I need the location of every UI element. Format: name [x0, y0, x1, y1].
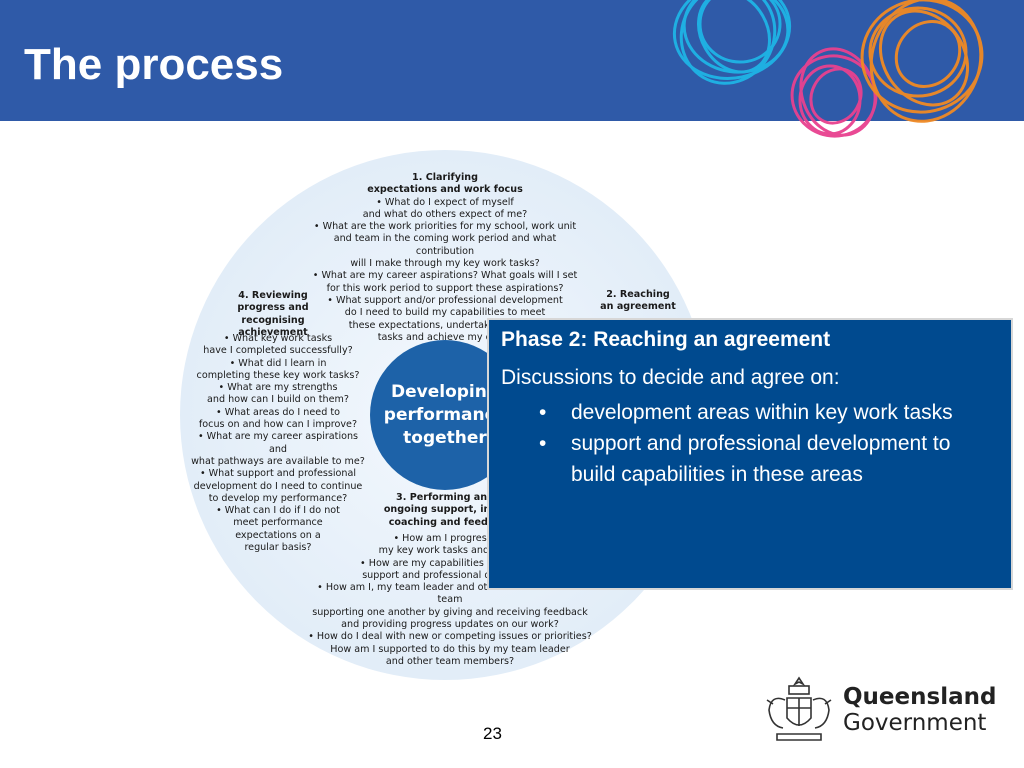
- section-heading: progress and: [237, 302, 309, 314]
- section-line: do I need to build my capabilities to me…: [344, 307, 546, 319]
- section-line: focus on and how can I improve?: [198, 419, 358, 431]
- section-2-reaching: 2. Reaching an agreement: [588, 289, 688, 314]
- section-heading: ongoing support, inclu: [383, 504, 507, 516]
- section-line: • How am I progressing: [393, 533, 507, 544]
- section-line: meet performance: [233, 517, 323, 529]
- section-heading: 2. Reaching: [606, 289, 670, 300]
- section-line: • What are my career aspirations and: [197, 431, 359, 455]
- section-1-clarifying: 1. Clarifying expectations and work focu…: [305, 172, 585, 344]
- section-heading: coaching and feedba: [388, 516, 502, 528]
- section-line: and other team members?: [385, 655, 515, 667]
- section-line: • What did I learn in: [229, 357, 327, 369]
- section-4-reviewing: 4. Reviewing progress and recognising ac…: [208, 290, 338, 339]
- section-line: these expectations, undertake key work: [348, 319, 542, 331]
- slide-title: The process: [24, 40, 284, 89]
- callout-bullet-item: • development areas within key work task…: [529, 397, 999, 428]
- callout-bullet-text: development areas within key work tasks: [571, 401, 953, 424]
- section-line: tasks and achieve my caree: [377, 331, 513, 343]
- section-line: expectations on a: [235, 529, 321, 541]
- section-line: How am I supported to do this by my team…: [330, 643, 570, 655]
- section-line: • What are my strengths: [218, 382, 338, 394]
- section-line: for this work period to support these as…: [326, 282, 564, 294]
- section-line: support and professional developme: [362, 569, 538, 581]
- section-heading: 1. Clarifying: [412, 172, 478, 183]
- section-line: • What support and/or professional devel…: [327, 294, 563, 306]
- section-line: will I make through my key work tasks?: [350, 258, 540, 270]
- section-heading: 4. Reviewing: [238, 290, 308, 301]
- section-line: development do I need to continue: [193, 480, 363, 492]
- bullet-glyph: •: [539, 432, 547, 455]
- section-line: my key work tasks and my ca: [378, 545, 522, 557]
- section-3-performing: 3. Performing and ongoing support, inclu…: [380, 492, 510, 529]
- callout-bullet-item: • support and professional development t…: [529, 428, 999, 490]
- center-label-line: Developing: [390, 381, 500, 402]
- section-line: and how can I build on them?: [207, 394, 349, 406]
- bullet-glyph: •: [539, 401, 547, 424]
- section-heading: recognising achievement: [238, 314, 308, 338]
- section-line: regular basis?: [244, 542, 312, 554]
- callout-bullet-list: • development areas within key work task…: [501, 397, 999, 490]
- section-3-questions: • How am I progressing my key work tasks…: [305, 533, 595, 668]
- callout-intro: Discussions to decide and agree on:: [501, 366, 840, 389]
- logo-line-government: Government: [843, 710, 987, 736]
- center-label-line: performance: [383, 404, 507, 425]
- section-4-questions: • What key work tasks have I completed s…: [188, 333, 368, 554]
- section-heading: an agreement: [600, 301, 676, 313]
- section-line: • What are the work priorities for my sc…: [313, 221, 577, 233]
- section-line: and providing progress updates on our wo…: [341, 619, 559, 631]
- section-line: • How do I deal with new or competing is…: [308, 631, 592, 643]
- logo-line-queensland: Queensland: [843, 684, 997, 710]
- decorative-scribble-circles: [672, 0, 984, 138]
- callout-heading: Phase 2: Reaching an agreement: [501, 328, 831, 351]
- section-line: • What can I do if I do not: [216, 505, 340, 517]
- page-number: 23: [483, 724, 502, 743]
- logo-wordmark: Queensland Government: [843, 684, 996, 736]
- coat-of-arms-icon: [766, 676, 832, 741]
- section-line: • How am I, my team leader and other mem…: [317, 582, 583, 606]
- section-line: • What are my career aspirations? What g…: [312, 270, 578, 282]
- callout-bullet-text: support and professional development to …: [571, 432, 951, 486]
- center-label-line: together: [403, 427, 487, 448]
- section-line: what pathways are available to me?: [191, 455, 365, 467]
- section-heading: 3. Performing and: [396, 492, 494, 503]
- queensland-government-logo: Queensland Government: [763, 670, 996, 750]
- section-line: to develop my performance?: [208, 492, 348, 504]
- section-line: and what do others expect of me?: [362, 208, 528, 220]
- section-line: • What support and professional: [199, 468, 357, 480]
- section-line: supporting one another by giving and rec…: [312, 606, 588, 618]
- phase-2-callout: Phase 2: Reaching an agreement Discussio…: [487, 318, 1013, 590]
- section-line: • What key work tasks: [223, 333, 333, 344]
- section-line: have I completed successfully?: [203, 345, 353, 357]
- section-line: and team in the coming work period and w…: [333, 233, 557, 257]
- section-line: • How are my capabilities developing: [360, 557, 540, 569]
- section-heading: expectations and work focus: [367, 184, 523, 196]
- section-line: completing these key work tasks?: [196, 369, 360, 381]
- section-line: • What do I expect of myself: [376, 196, 514, 208]
- section-line: • What areas do I need to: [216, 406, 340, 418]
